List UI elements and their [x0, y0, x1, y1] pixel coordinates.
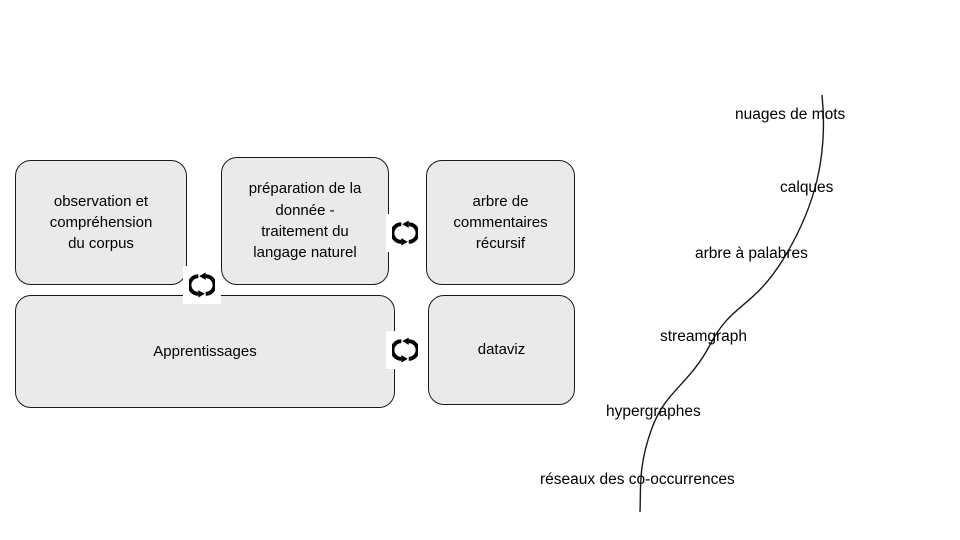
box-observation: observation et compréhension du corpus	[15, 160, 187, 285]
curve-label-streamgraph: streamgraph	[660, 328, 748, 345]
box-preparation-label: préparation de la donnée - traitement du…	[248, 180, 362, 262]
curve-label-calques: calques	[780, 179, 834, 196]
cycle-arrows-icon	[386, 214, 424, 252]
cycle-arrows-icon	[183, 266, 221, 304]
cycle-arrows-icon	[386, 331, 424, 369]
curve-label-reseaux-co-occurrences: réseaux des co-occurrences	[540, 471, 735, 488]
box-arbre-commentaires: arbre de commentaires récursif	[426, 160, 575, 285]
box-dataviz-label: dataviz	[477, 341, 526, 359]
curve-line	[639, 94, 825, 513]
curve-label-nuages-de-mots: nuages de mots	[735, 106, 846, 123]
box-apprentissages: Apprentissages	[15, 295, 395, 408]
box-arbre-label: arbre de commentaires récursif	[453, 192, 548, 253]
box-preparation-donnee: préparation de la donnée - traitement du…	[221, 157, 389, 285]
box-observation-label: observation et compréhension du corpus	[49, 192, 153, 253]
curve-label-hypergraphes: hypergraphes	[606, 403, 701, 420]
box-apprentissages-label: Apprentissages	[153, 342, 257, 360]
curve-label-arbre-a-palabres: arbre à palabres	[695, 245, 808, 262]
box-dataviz: dataviz	[428, 295, 575, 405]
